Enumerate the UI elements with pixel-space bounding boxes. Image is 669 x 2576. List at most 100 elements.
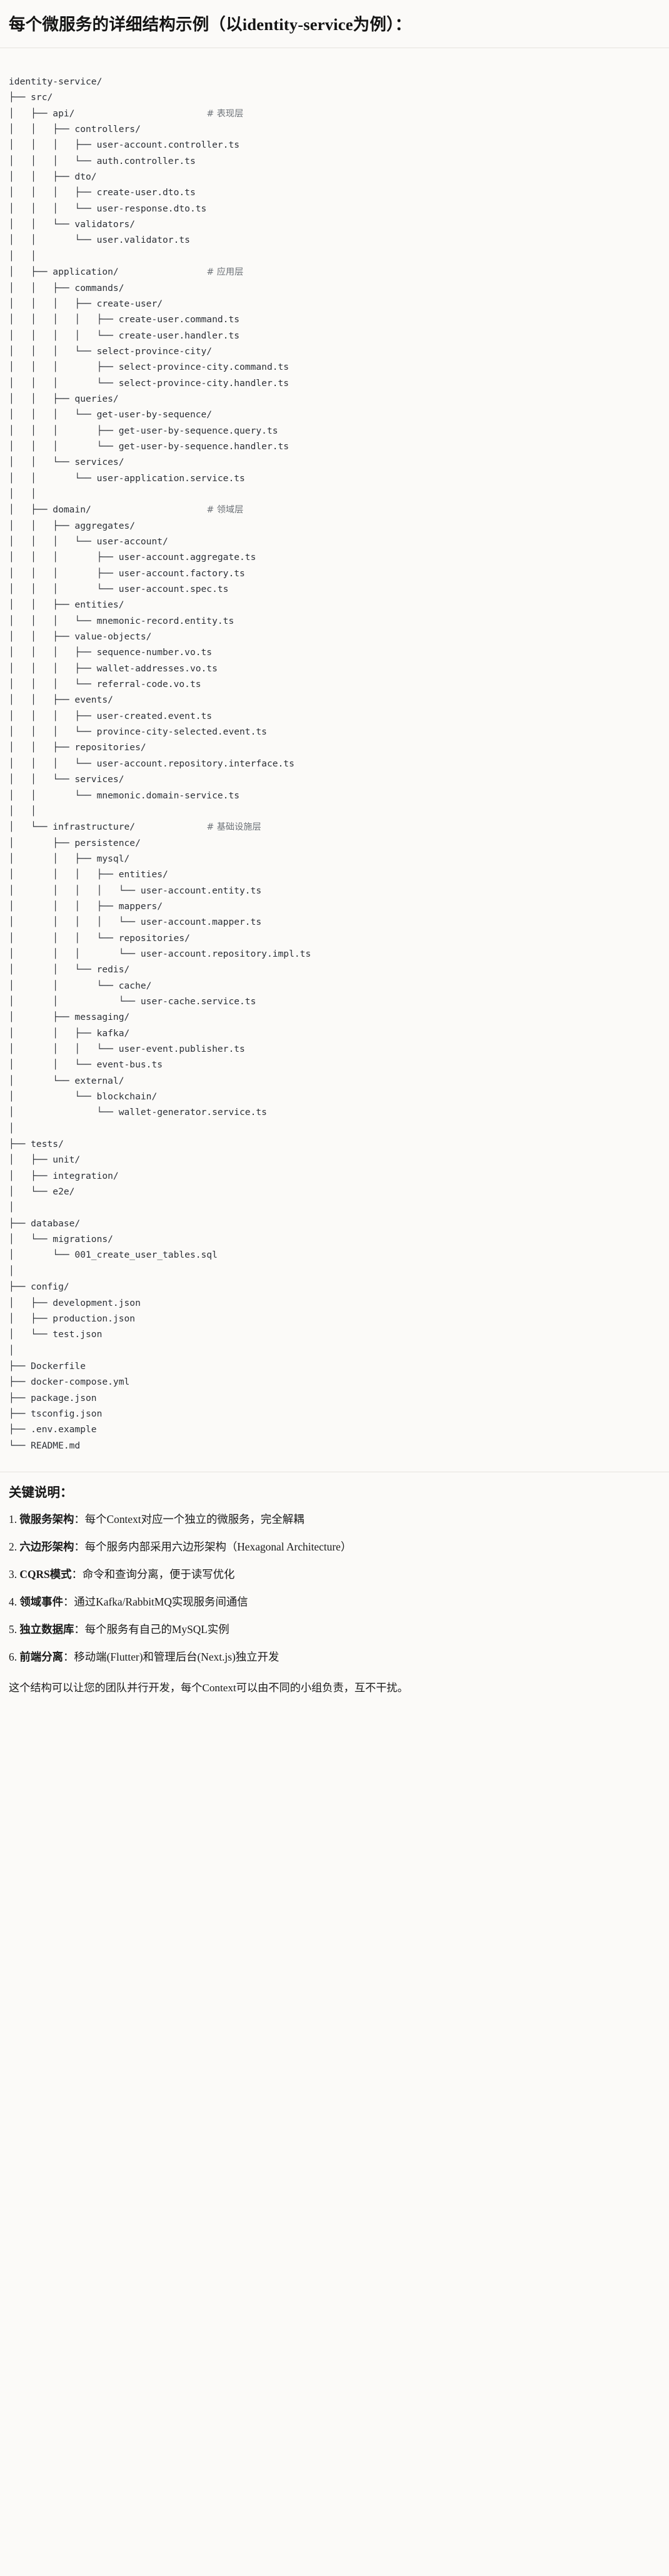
key-note-term: 领域事件: [19, 1596, 63, 1609]
tree-path: │ └── infrastructure/: [9, 822, 136, 833]
tree-path: │ │ └── services/: [9, 774, 124, 785]
tree-row: │ │ │ ├── entities/: [9, 867, 660, 882]
tree-path: │: [9, 1123, 14, 1134]
tree-path: │ │ ├── queries/: [9, 393, 119, 404]
tree-path: ├── Dockerfile: [9, 1360, 86, 1372]
tree-path: │ │ ├── aggregates/: [9, 520, 136, 531]
tree-path: │ ├── development.json: [9, 1297, 141, 1308]
key-note-term: CQRS模式: [19, 1568, 72, 1581]
tree-row: │ │ │ ├── wallet-addresses.vo.ts: [9, 661, 660, 676]
tree-row: │ │ ├── repositories/: [9, 740, 660, 755]
tree-gap: [135, 822, 206, 832]
tree-path: │ │ └── validators/: [9, 219, 136, 230]
tree-path: ├── .env.example: [9, 1424, 97, 1435]
tree-row: ├── config/: [9, 1279, 660, 1295]
tree-row: ├── Dockerfile: [9, 1358, 660, 1374]
tree-path: │ │ │ └── select-province-city/: [9, 345, 213, 357]
key-note-separator: ：: [74, 1540, 85, 1554]
tree-row: ├── package.json: [9, 1390, 660, 1406]
tree-path: │ │ │ └── user-account.spec.ts: [9, 584, 229, 595]
tree-path: └── README.md: [9, 1440, 81, 1451]
tree-row: │ │ │ ├── create-user.dto.ts: [9, 185, 660, 200]
tree-comment: # 表现层: [206, 108, 244, 119]
tree-path: │ │ │ └── user-event.publisher.ts: [9, 1044, 245, 1054]
tree-gap: [74, 108, 206, 119]
tree-path: │ │ │ └── user-account.repository.impl.t…: [9, 948, 311, 959]
tree-row: │ │ │ └── mnemonic-record.entity.ts: [9, 613, 660, 629]
tree-row: │ ├── application/ # 应用层: [9, 264, 660, 280]
closing-note: 这个结构可以让您的团队并行开发，每个Context可以由不同的小组负责，互不干扰…: [9, 1682, 408, 1694]
title-section: 每个微服务的详细结构示例（以identity-service为例）：: [0, 0, 669, 49]
tree-path: │ │ ├── commands/: [9, 282, 124, 293]
tree-path: ├── package.json: [9, 1392, 97, 1403]
tree-row: │ └── e2e/: [9, 1184, 660, 1199]
tree-path: │ └── blockchain/: [9, 1091, 158, 1102]
tree-path: │ │ ├── value-objects/: [9, 631, 152, 643]
tree-row: │ │ │ │ └── user-account.entity.ts: [9, 883, 660, 899]
key-note-description: 通过Kafka/RabbitMQ实现服务间通信: [74, 1596, 248, 1609]
tree-path: │ │ └── user-cache.service.ts: [9, 995, 256, 1007]
tree-row: │ └── infrastructure/ # 基础设施层: [9, 819, 660, 835]
tree-path: │: [9, 1345, 14, 1356]
tree-row: │ │ │ ├── user-created.event.ts: [9, 708, 660, 724]
tree-row: │: [9, 1199, 660, 1215]
tree-row: │: [9, 1263, 660, 1279]
key-note-item: 3. CQRS模式：命令和查询分离，便于读写优化: [9, 1566, 659, 1583]
tree-path: │ ├── integration/: [9, 1170, 119, 1181]
tree-row: ├── database/: [9, 1216, 660, 1231]
tree-path: ├── database/: [9, 1218, 81, 1229]
key-note-term: 独立数据库: [19, 1623, 74, 1636]
tree-row: │ └── wallet-generator.service.ts: [9, 1104, 660, 1120]
tree-row: │ │ │ └── user-account.repository.interf…: [9, 756, 660, 771]
tree-path: │: [9, 1202, 14, 1213]
tree-row: │ │ └── user.validator.ts: [9, 232, 660, 248]
key-note-item: 6. 前端分离：移动端(Flutter)和管理后台(Next.js)独立开发: [9, 1649, 659, 1666]
tree-row: │ │ │ ├── select-province-city.command.t…: [9, 359, 660, 375]
tree-row: ├── src/: [9, 89, 660, 105]
key-note-description: 每个服务有自己的MySQL实例: [84, 1623, 229, 1636]
tree-row: │ │ │ └── province-city-selected.event.t…: [9, 724, 660, 740]
tree-row: │ │ │ └── get-user-by-sequence.handler.t…: [9, 439, 660, 454]
tree-path: │ │ ├── entities/: [9, 599, 124, 611]
tree-path: │ │ │ │ └── user-account.entity.ts: [9, 885, 262, 896]
tree-row: │ │ ├── dto/: [9, 169, 660, 185]
tree-row: │ │ │ └── user-account.repository.impl.t…: [9, 946, 660, 962]
tree-row: │ ├── integration/: [9, 1168, 660, 1184]
key-note-item: 2. 六边形架构：每个服务内部采用六边形架构（Hexagonal Archite…: [9, 1539, 659, 1555]
tree-comment: # 基础设施层: [206, 822, 261, 833]
key-note-number: 6.: [9, 1651, 18, 1664]
tree-row: │ │ ├── events/: [9, 692, 660, 708]
tree-row: │ │ │ └── referral-code.vo.ts: [9, 676, 660, 692]
tree-path: │ │ │ └── auth.controller.ts: [9, 155, 196, 166]
key-note-number: 2.: [9, 1540, 18, 1554]
tree-row: │ └── migrations/: [9, 1231, 660, 1247]
tree-path: │ │ │ ├── user-account.controller.ts: [9, 140, 240, 151]
tree-path: │ │ │ └── get-user-by-sequence.handler.t…: [9, 440, 289, 452]
tree-row: │ │ └── redis/: [9, 962, 660, 977]
key-note-separator: ：: [71, 1568, 83, 1581]
tree-path: │ │: [9, 488, 36, 499]
tree-row: ├── tests/: [9, 1136, 660, 1152]
tree-path: │ │ │ └── select-province-city.handler.t…: [9, 377, 289, 389]
tree-row: │ │ │ └── user-event.publisher.ts: [9, 1041, 660, 1057]
tree-row: │ │ │ ├── create-user/: [9, 296, 660, 312]
tree-row: │ ├── persistence/: [9, 835, 660, 851]
tree-path: │ └── 001_create_user_tables.sql: [9, 1250, 218, 1261]
tree-path: ├── docker-compose.yml: [9, 1377, 130, 1388]
tree-row: │ │ │ │ └── create-user.handler.ts: [9, 328, 660, 344]
tree-row: │ └── test.json: [9, 1326, 660, 1342]
tree-path: ├── tsconfig.json: [9, 1408, 103, 1419]
tree-path: │ │ │ │ └── create-user.handler.ts: [9, 330, 240, 341]
tree-path: │ │ ├── mysql/: [9, 853, 130, 864]
tree-row: │ │ │ ├── user-account.factory.ts: [9, 566, 660, 581]
tree-row: │ ├── domain/ # 领域层: [9, 502, 660, 517]
tree-path: │ │ │ ├── wallet-addresses.vo.ts: [9, 663, 218, 674]
key-note-separator: ：: [63, 1651, 74, 1664]
tree-path: ├── config/: [9, 1281, 69, 1293]
tree-row: │ │ └── user-application.service.ts: [9, 471, 660, 486]
tree-path: │ │ │ ├── user-created.event.ts: [9, 710, 213, 721]
tree-path: │ ├── api/: [9, 108, 75, 119]
tree-path: │ ├── application/: [9, 267, 119, 278]
